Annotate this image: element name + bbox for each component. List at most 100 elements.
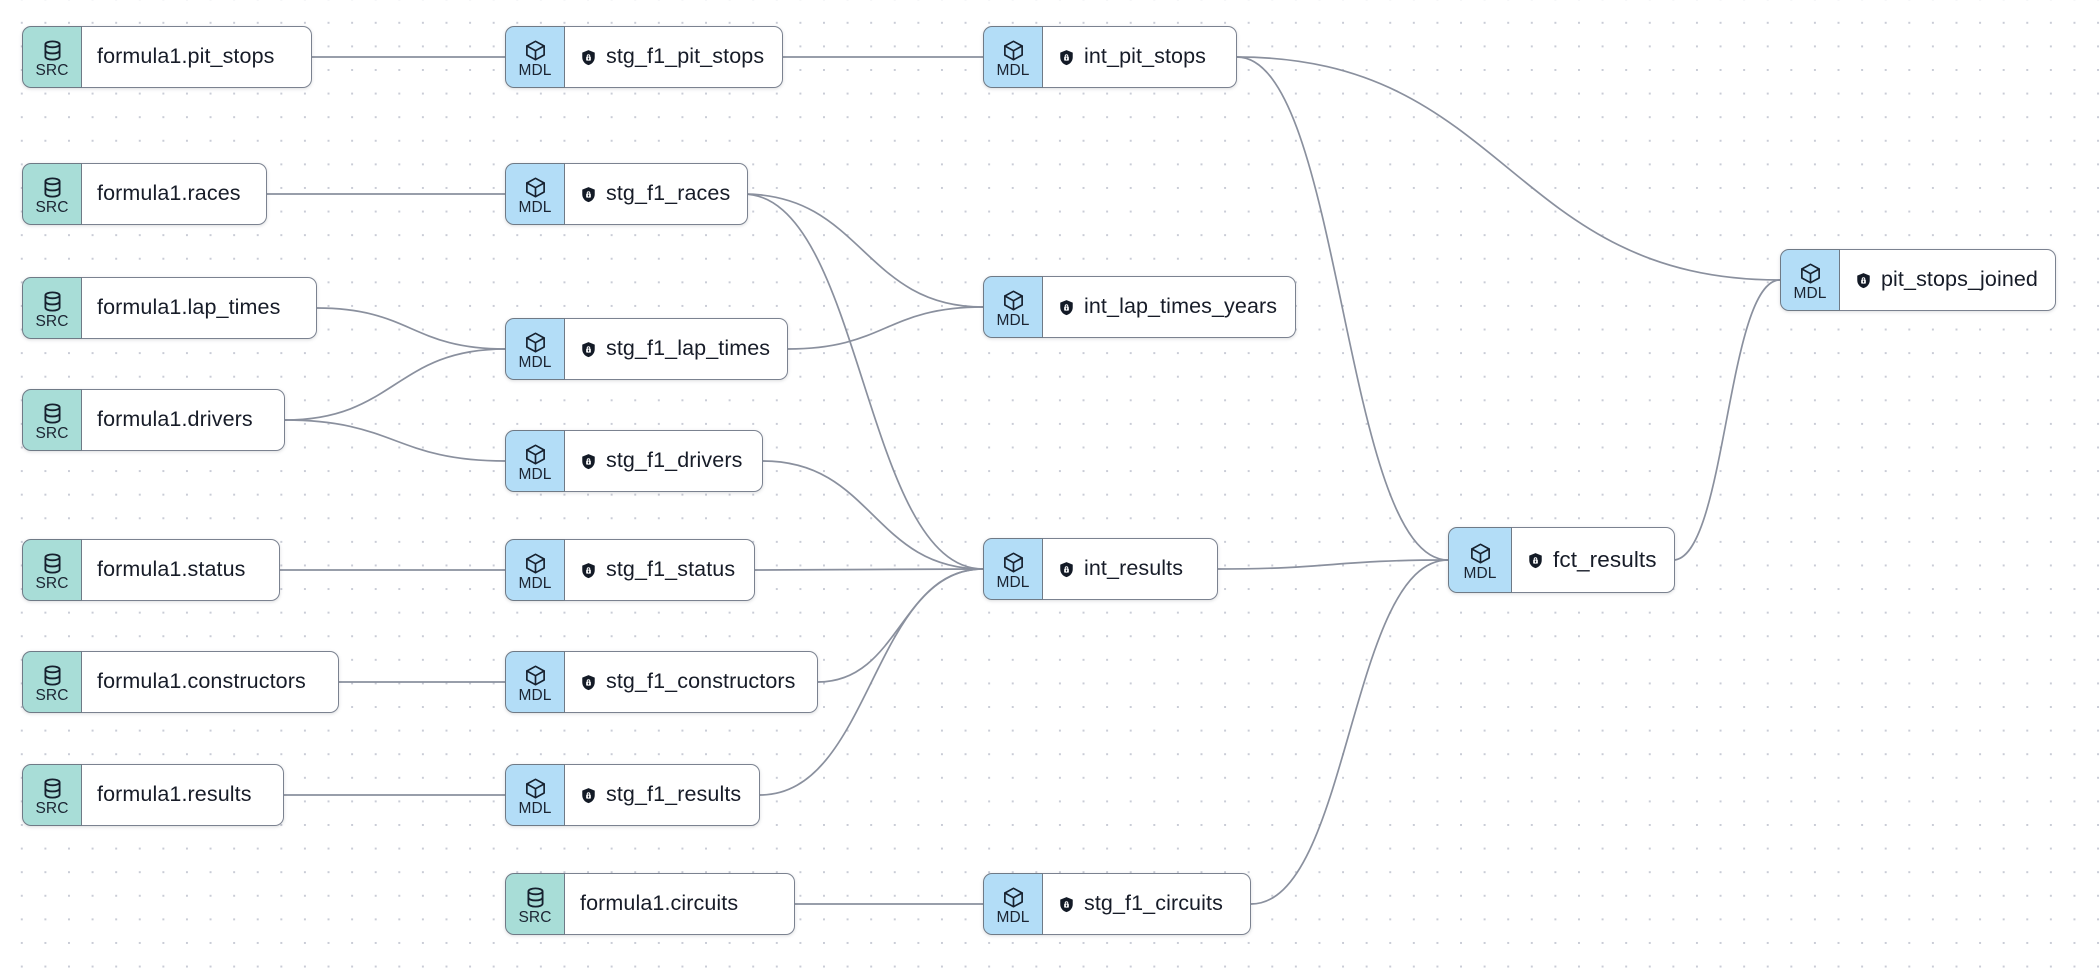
cube-icon [1002,551,1025,574]
edge-stg_constructors-to-int_results [817,568,984,683]
edge-stg_races-to-int_results [742,193,984,570]
node-body[interactable]: formula1.results [82,764,284,826]
node-type-badge-mdl: MDL [505,163,565,225]
node-label-stg_pit_stops: stg_f1_pit_stops [606,44,765,69]
node-type-label: MDL [518,574,552,592]
shield-lock-icon [1058,896,1075,913]
node-body[interactable]: stg_f1_constructors [565,651,818,713]
node-label-int_pit_stops: int_pit_stops [1084,44,1207,69]
node-label-fct_results: fct_results [1553,546,1657,572]
node-body[interactable]: formula1.lap_times [82,277,317,339]
node-label-stg_status: stg_f1_status [606,557,736,582]
edge-fct_results-to-pit_stops_joined [1672,279,1781,561]
cube-icon [1469,542,1492,565]
node-type-badge-src: SRC [22,651,82,713]
node-type-badge-src: SRC [22,26,82,88]
node-type-label: MDL [518,799,552,817]
shield-lock-icon [580,453,597,470]
node-type-badge-mdl: MDL [505,539,565,601]
node-type-badge-mdl: MDL [983,873,1043,935]
graph-node-stg_results[interactable]: MDL stg_f1_results [505,764,760,826]
graph-node-int_results[interactable]: MDL int_results [983,538,1218,600]
node-type-label: MDL [518,686,552,704]
node-body[interactable]: stg_f1_pit_stops [565,26,783,88]
graph-node-fct_results[interactable]: MDL fct_results [1448,527,1675,593]
graph-node-stg_status[interactable]: MDL stg_f1_status [505,539,755,601]
edge-stg_races-to-int_lap_times_years [742,193,984,308]
edge-src_drivers-to-stg_drivers [284,419,506,462]
graph-node-src_lap_times[interactable]: SRC formula1.lap_times [22,277,317,339]
node-type-badge-mdl: MDL [505,26,565,88]
graph-node-src_pit_stops[interactable]: SRC formula1.pit_stops [22,26,312,88]
node-body[interactable]: stg_f1_races [565,163,749,225]
edge-stg_circuits-to-fct_results [1250,559,1449,905]
node-label-int_lap_times_years: int_lap_times_years [1084,294,1278,319]
graph-node-src_drivers[interactable]: SRC formula1.drivers [22,389,285,451]
node-body[interactable]: int_pit_stops [1043,26,1237,88]
node-type-label: SRC [518,908,552,926]
database-icon [524,886,547,909]
graph-node-src_constructors[interactable]: SRC formula1.constructors [22,651,339,713]
node-body[interactable]: formula1.constructors [82,651,339,713]
node-type-label: MDL [996,61,1030,79]
node-label-src_circuits: formula1.circuits [580,891,739,916]
node-label-src_races: formula1.races [97,181,241,206]
node-type-badge-src: SRC [505,873,565,935]
cube-icon [524,176,547,199]
graph-node-int_lap_times_years[interactable]: MDL int_lap_times_years [983,276,1296,338]
shield-lock-icon [580,674,597,691]
node-type-badge-mdl: MDL [505,318,565,380]
shield-lock-icon [580,341,597,358]
cube-icon [1799,262,1822,285]
node-label-int_results: int_results [1084,556,1184,581]
node-body[interactable]: stg_f1_status [565,539,755,601]
node-label-stg_circuits: stg_f1_circuits [1084,891,1223,916]
database-icon [41,664,64,687]
node-label-src_lap_times: formula1.lap_times [97,295,281,320]
node-type-badge-src: SRC [22,539,82,601]
node-body[interactable]: stg_f1_lap_times [565,318,789,380]
node-body[interactable]: stg_f1_drivers [565,430,763,492]
node-body[interactable]: formula1.status [82,539,280,601]
node-body[interactable]: formula1.pit_stops [82,26,312,88]
shield-lock-icon [580,49,597,66]
graph-node-int_pit_stops[interactable]: MDL int_pit_stops [983,26,1237,88]
graph-node-src_races[interactable]: SRC formula1.races [22,163,267,225]
edge-src_lap_times-to-stg_lap_times [316,307,506,350]
node-type-label: MDL [1793,284,1827,302]
node-label-src_constructors: formula1.constructors [97,669,306,694]
node-body[interactable]: formula1.circuits [565,873,795,935]
node-body[interactable]: pit_stops_joined [1840,249,2056,311]
graph-node-src_status[interactable]: SRC formula1.status [22,539,280,601]
graph-node-stg_drivers[interactable]: MDL stg_f1_drivers [505,430,763,492]
node-body[interactable]: formula1.races [82,163,267,225]
node-type-label: MDL [518,61,552,79]
node-body[interactable]: formula1.drivers [82,389,285,451]
graph-node-stg_lap_times[interactable]: MDL stg_f1_lap_times [505,318,789,380]
edge-stg_lap_times-to-int_lap_times_years [787,306,984,350]
cube-icon [1002,289,1025,312]
node-body[interactable]: stg_f1_circuits [1043,873,1251,935]
graph-node-src_results[interactable]: SRC formula1.results [22,764,284,826]
node-body[interactable]: int_results [1043,538,1218,600]
graph-node-stg_pit_stops[interactable]: MDL stg_f1_pit_stops [505,26,783,88]
edge-stg_status-to-int_results [754,568,984,571]
graph-node-src_circuits[interactable]: SRC formula1.circuits [505,873,795,935]
graph-node-stg_races[interactable]: MDL stg_f1_races [505,163,749,225]
node-type-label: SRC [35,312,69,330]
graph-node-stg_constructors[interactable]: MDL stg_f1_constructors [505,651,818,713]
cube-icon [524,777,547,800]
node-body[interactable]: stg_f1_results [565,764,760,826]
node-body[interactable]: int_lap_times_years [1043,276,1296,338]
database-icon [41,402,64,425]
node-label-stg_results: stg_f1_results [606,782,742,807]
node-type-label: MDL [996,908,1030,926]
shield-lock-icon [1855,272,1872,289]
shield-lock-icon [580,787,597,804]
node-label-src_results: formula1.results [97,782,252,807]
graph-node-pit_stops_joined[interactable]: MDL pit_stops_joined [1780,249,2056,311]
node-body[interactable]: fct_results [1512,527,1675,593]
graph-node-stg_circuits[interactable]: MDL stg_f1_circuits [983,873,1251,935]
node-label-pit_stops_joined: pit_stops_joined [1881,267,2038,292]
